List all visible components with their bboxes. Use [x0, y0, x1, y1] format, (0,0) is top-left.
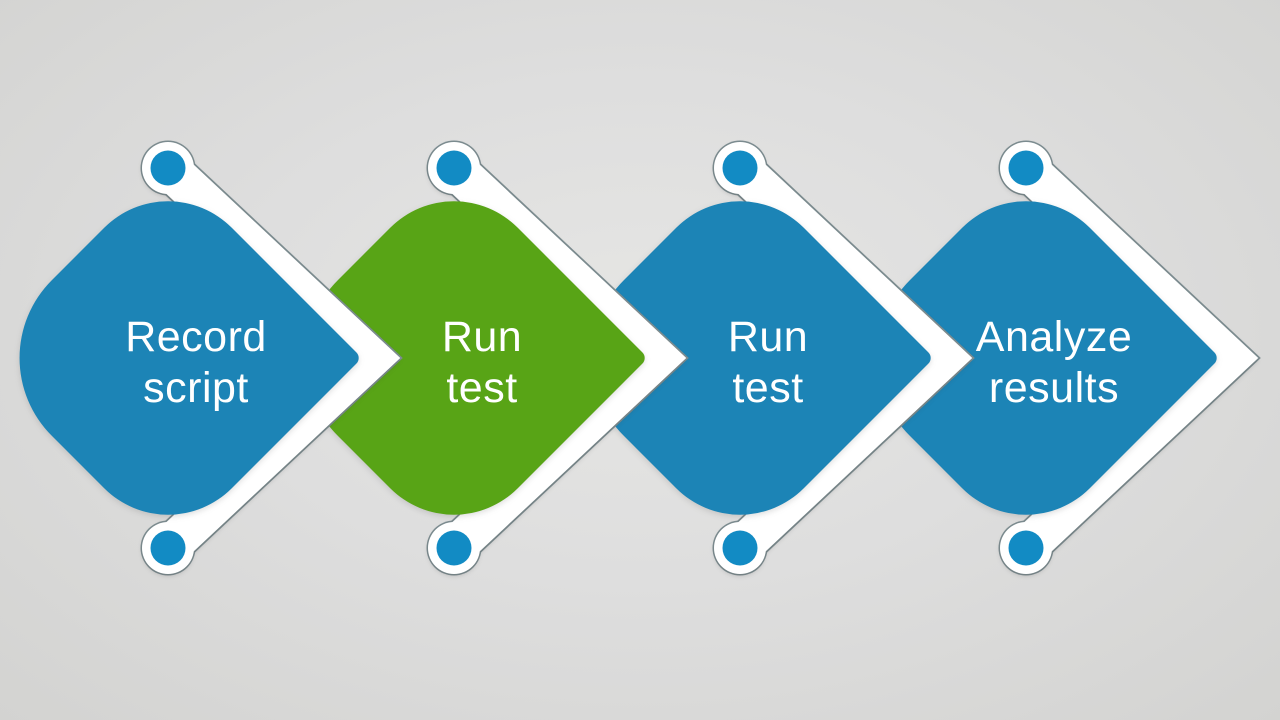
step-label-line-1: Record: [125, 313, 267, 361]
step-3-dot-bottom: [722, 530, 758, 566]
step-1-diamond: [19, 201, 359, 515]
step-1-dot-bottom: [150, 530, 186, 566]
step-2-dot-bottom: [436, 530, 472, 566]
ribbon-path: [154, 153, 401, 563]
step-1-dot-top: [150, 150, 186, 186]
ribbon-path: [440, 153, 687, 563]
step-4-diamond: [877, 201, 1217, 515]
step-2-diamond: [305, 201, 645, 515]
step-3-diamond: [591, 201, 931, 515]
step-label-line-2: test: [446, 364, 517, 412]
step-4-dot-bottom: [1008, 530, 1044, 566]
step-2-dot-top: [436, 150, 472, 186]
ribbon-path: [726, 153, 973, 563]
step-label-line-1: Run: [728, 313, 808, 361]
step-label-line-2: script: [143, 364, 249, 412]
ribbon-path: [1012, 153, 1259, 563]
step-label-line-2: test: [732, 364, 803, 412]
step-label-line-2: results: [989, 364, 1119, 412]
step-3-dot-top: [722, 150, 758, 186]
step-label-line-1: Analyze: [976, 313, 1132, 361]
step-4-dot-top: [1008, 150, 1044, 186]
step-label-line-1: Run: [442, 313, 522, 361]
